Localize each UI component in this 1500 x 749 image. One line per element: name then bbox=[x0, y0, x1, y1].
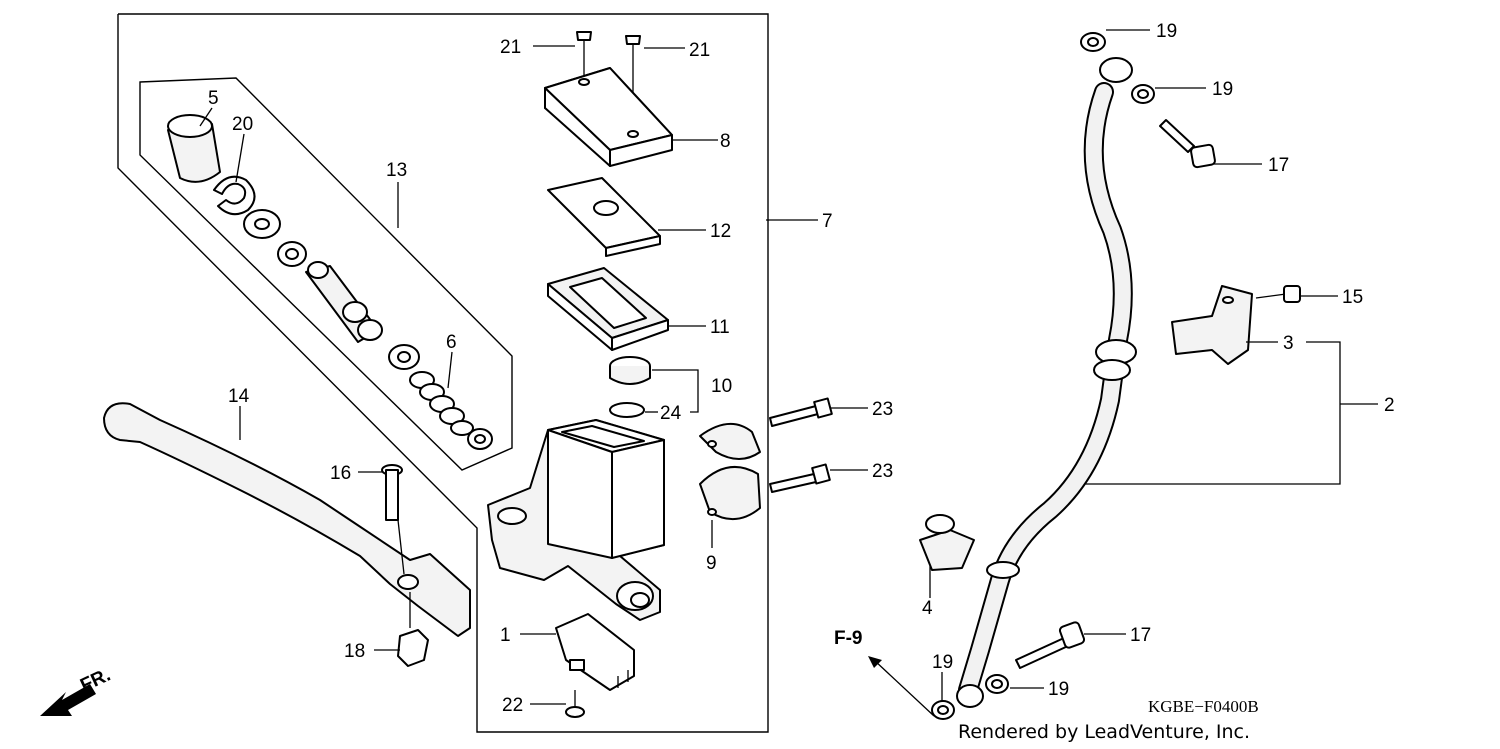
callout-17a: 17 bbox=[1268, 155, 1289, 176]
brake-hose-part[interactable] bbox=[956, 57, 1137, 708]
callout-1: 1 bbox=[500, 625, 511, 646]
callout-11: 11 bbox=[710, 317, 730, 338]
front-direction-arrow: FR. bbox=[40, 665, 114, 716]
callout-4: 4 bbox=[922, 598, 933, 619]
nut-18[interactable] bbox=[397, 592, 429, 667]
holder-part[interactable] bbox=[699, 423, 761, 520]
ref-label-f9[interactable]: F-9 bbox=[834, 628, 863, 649]
washers-19[interactable] bbox=[931, 32, 1155, 720]
bolt-15[interactable] bbox=[1255, 285, 1301, 303]
callout-8: 8 bbox=[720, 131, 731, 152]
reservoir-cap-part[interactable] bbox=[544, 67, 673, 167]
callout-20: 20 bbox=[232, 114, 253, 135]
callout-13: 13 bbox=[386, 160, 407, 181]
brake-lever-part[interactable] bbox=[103, 402, 471, 637]
callout-6: 6 bbox=[446, 332, 457, 353]
callout-23a: 23 bbox=[872, 399, 893, 420]
circlip-part[interactable] bbox=[213, 175, 256, 216]
callout-18: 18 bbox=[344, 641, 365, 662]
master-cylinder-frame bbox=[117, 13, 769, 733]
callout-24: 24 bbox=[660, 403, 682, 424]
pivot-bolt-16[interactable] bbox=[381, 464, 405, 575]
callout-19b: 19 bbox=[1212, 79, 1233, 100]
callout-3: 3 bbox=[1283, 333, 1294, 354]
callout-21b: 21 bbox=[689, 40, 710, 61]
spring-part[interactable] bbox=[409, 371, 493, 450]
drawing-code: KGBE−F0400B bbox=[1148, 697, 1259, 716]
callout-23b: 23 bbox=[872, 461, 893, 482]
callout-21a: 21 bbox=[500, 37, 521, 58]
oring-part[interactable] bbox=[609, 402, 645, 418]
callout-12: 12 bbox=[710, 221, 731, 242]
bolt-23-upper[interactable] bbox=[769, 397, 833, 427]
bolts-17[interactable] bbox=[1015, 119, 1216, 669]
callout-17b: 17 bbox=[1130, 625, 1151, 646]
float-part[interactable] bbox=[609, 356, 651, 385]
callout-labels: 21 21 8 12 11 7 10 24 9 23 23 1 22 5 20 … bbox=[208, 21, 1395, 716]
boot-part[interactable] bbox=[167, 114, 221, 183]
callout-10: 10 bbox=[711, 376, 732, 397]
callout-5: 5 bbox=[208, 88, 219, 109]
screw-22[interactable] bbox=[565, 690, 585, 718]
credit-text: Rendered by LeadVenture, Inc. bbox=[958, 721, 1250, 743]
bolt-23-lower[interactable] bbox=[769, 463, 831, 493]
hose-clamp-4[interactable] bbox=[919, 514, 975, 571]
piston-kit-frame bbox=[139, 77, 513, 471]
piston-part[interactable] bbox=[243, 209, 420, 370]
callout-19c: 19 bbox=[932, 652, 953, 673]
callout-9: 9 bbox=[706, 553, 717, 574]
switch-part[interactable] bbox=[555, 613, 635, 691]
callout-15: 15 bbox=[1342, 287, 1363, 308]
hose-clamp-3[interactable] bbox=[1171, 285, 1253, 365]
leader-lines bbox=[199, 29, 1378, 717]
callout-14: 14 bbox=[228, 386, 250, 407]
callout-22: 22 bbox=[502, 695, 523, 716]
callout-19a: 19 bbox=[1156, 21, 1177, 42]
master-cylinder-body[interactable] bbox=[487, 419, 665, 621]
callout-19d: 19 bbox=[1048, 679, 1069, 700]
callout-2: 2 bbox=[1384, 395, 1395, 416]
callout-7: 7 bbox=[822, 211, 833, 232]
callout-16: 16 bbox=[330, 463, 351, 484]
diaphragm-part[interactable] bbox=[547, 267, 669, 351]
plate-part[interactable] bbox=[547, 177, 661, 257]
